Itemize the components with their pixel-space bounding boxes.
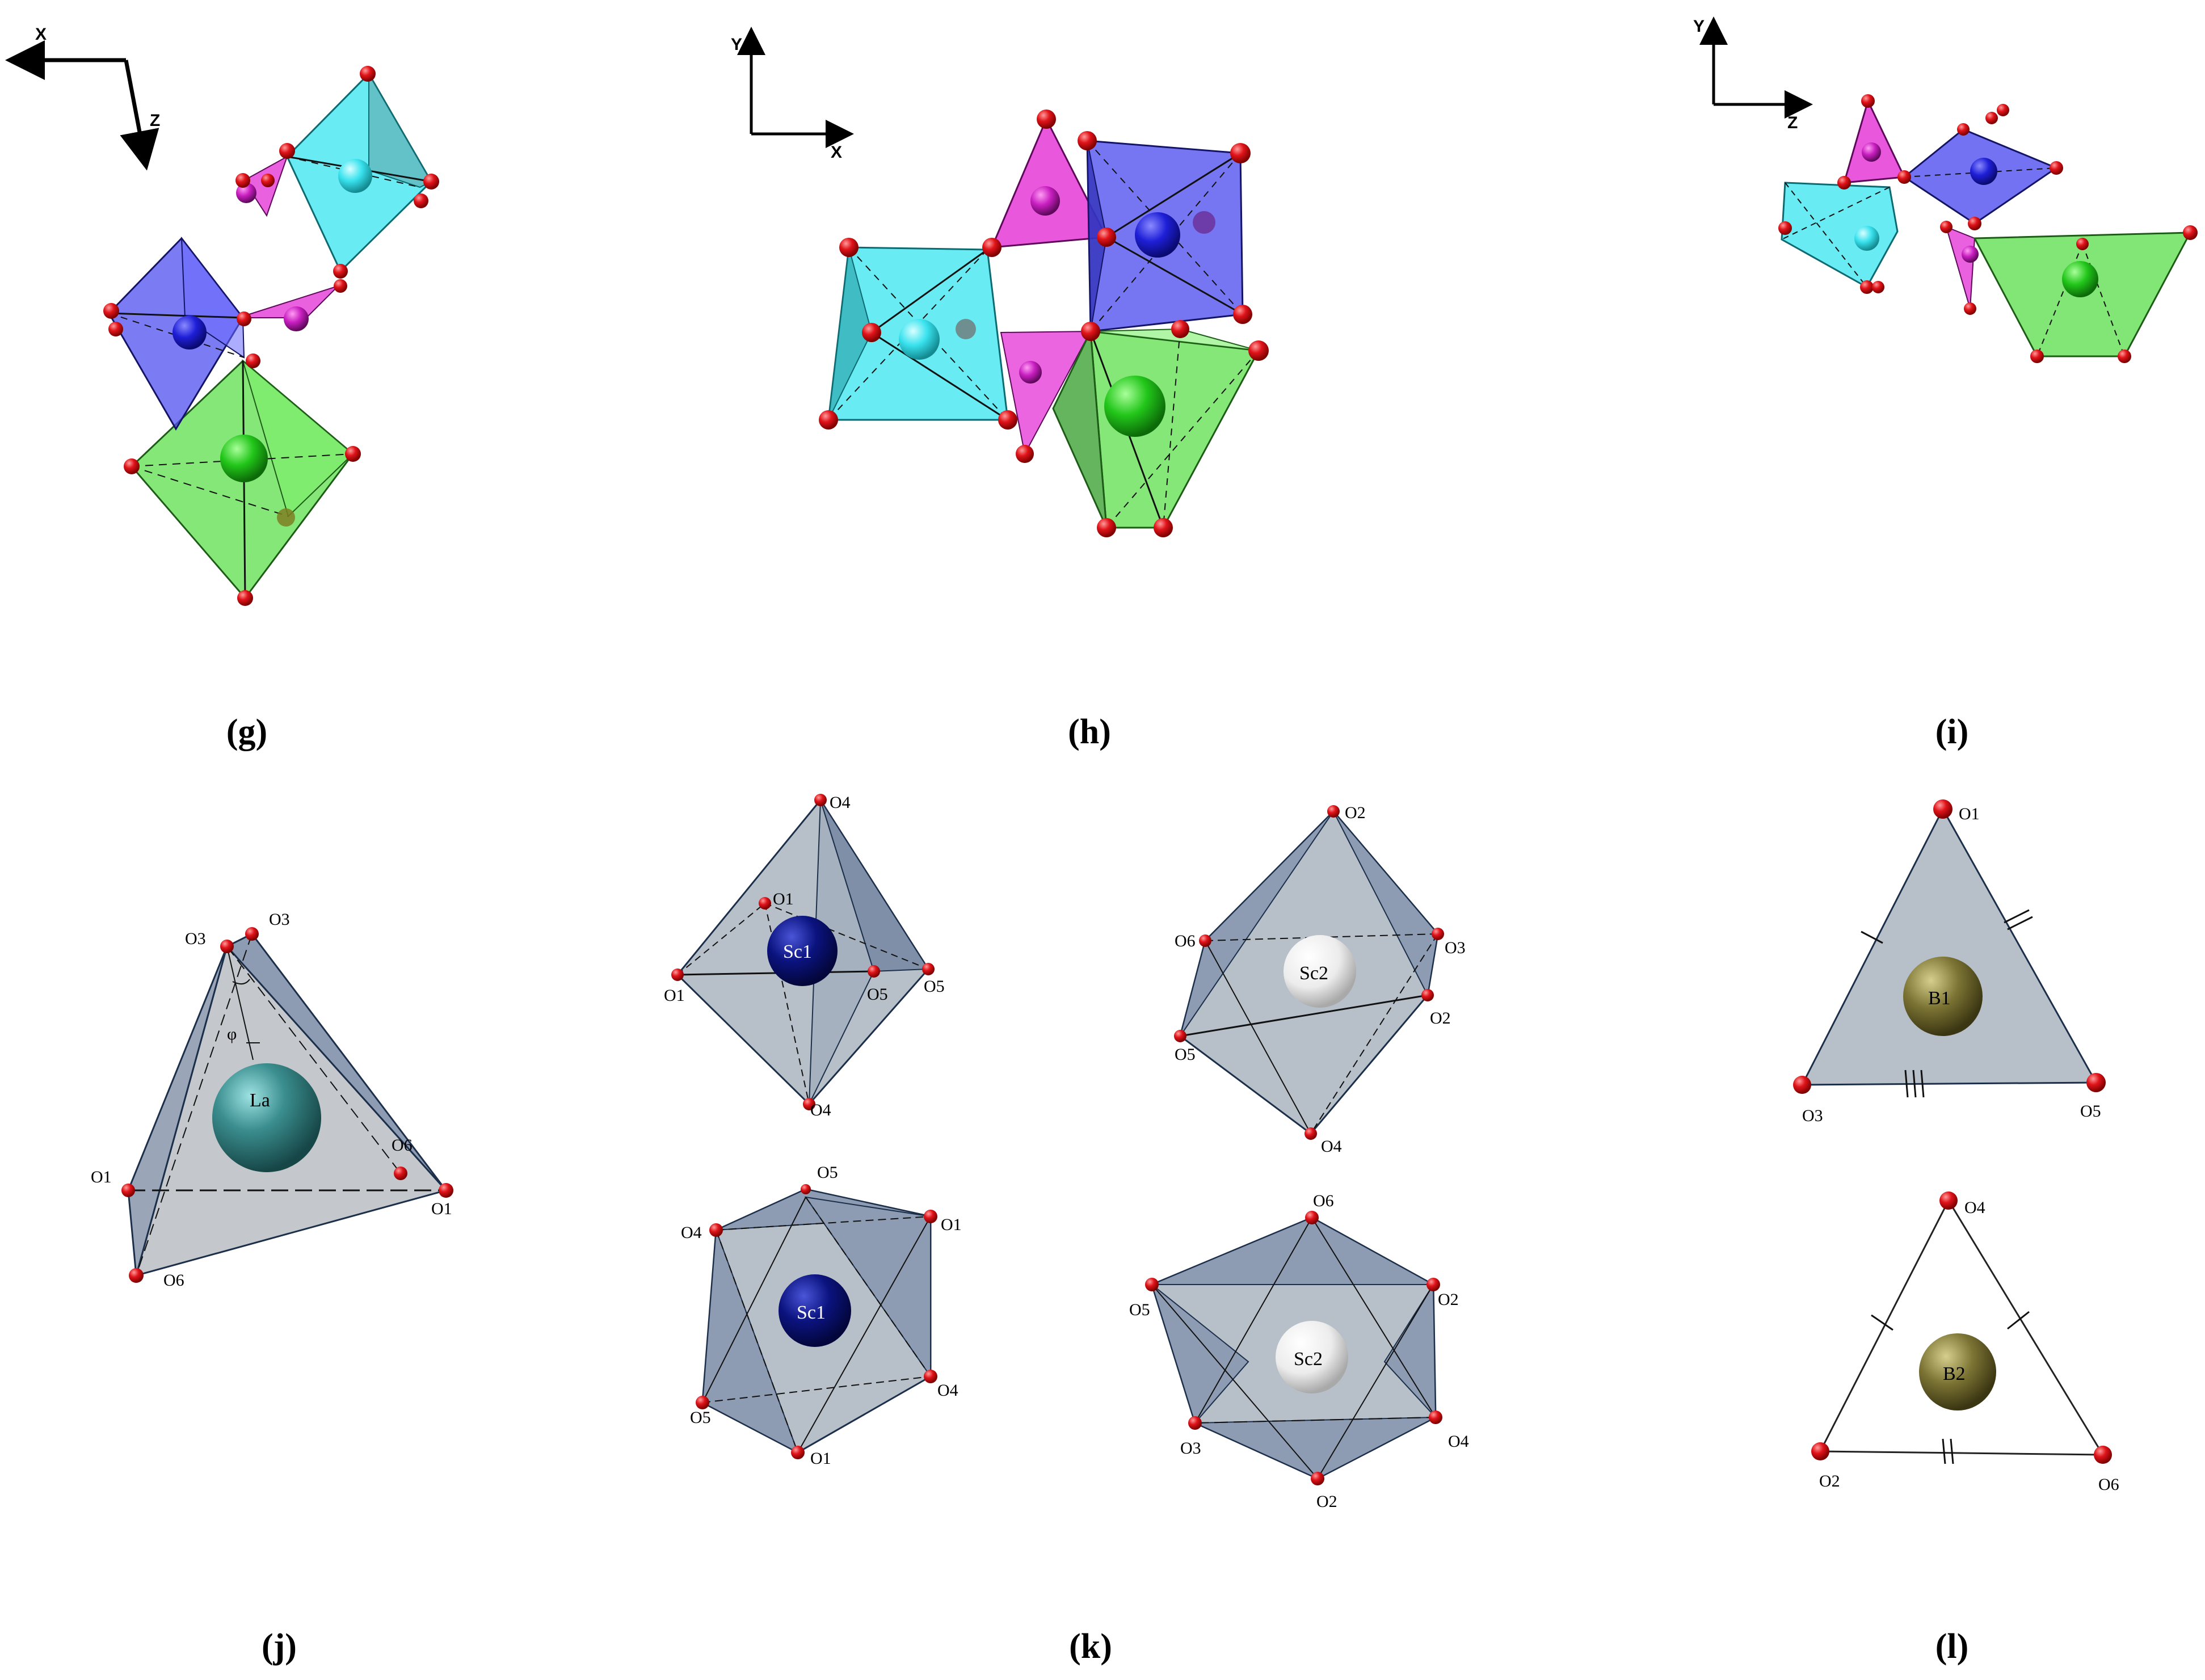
oxygen-atoms-k-sc1-top bbox=[671, 794, 935, 1110]
vertex-label: O2 bbox=[1438, 1290, 1459, 1309]
vertex-label: O2 bbox=[1316, 1492, 1337, 1511]
axis-y-label: Y bbox=[731, 35, 742, 54]
panel-k: Sc1 O4 O1 O1 O5 O5 O4 Sc2 O2 O6 O3 O bbox=[664, 793, 1469, 1666]
vertex-label: O1 bbox=[1959, 805, 1980, 823]
axes-i: Y Z bbox=[1693, 16, 1813, 132]
vertex-label: O3 bbox=[185, 929, 206, 948]
panel-i: Y Z bbox=[1693, 16, 2198, 751]
vertex-label: O6 bbox=[1175, 932, 1196, 950]
sc1-octahedron-top bbox=[676, 798, 929, 1106]
vertex-label: O2 bbox=[1430, 1009, 1451, 1028]
axis-x-label: X bbox=[831, 143, 842, 162]
oxygen-atoms-h bbox=[819, 110, 1269, 537]
vertex-label: O6 bbox=[163, 1271, 184, 1290]
vertex-label: O4 bbox=[830, 793, 851, 812]
sc1-octahedron-bottom bbox=[701, 1188, 932, 1454]
oxygen-atoms-k-sc2-top bbox=[1174, 805, 1444, 1140]
vertex-label: O6 bbox=[392, 1136, 413, 1155]
oxygen-atoms-k-sc2-bottom bbox=[1145, 1211, 1442, 1485]
vertex-label: O5 bbox=[817, 1163, 838, 1182]
vertex-label: O4 bbox=[1448, 1432, 1469, 1451]
vertex-label: O6 bbox=[1313, 1191, 1334, 1210]
panel-label-l: (l) bbox=[1935, 1627, 1969, 1666]
vertex-label: O1 bbox=[431, 1199, 452, 1218]
vertex-label: O5 bbox=[690, 1408, 711, 1427]
axis-z-label: Z bbox=[150, 111, 160, 130]
vertex-label: O6 bbox=[2098, 1475, 2119, 1494]
vertex-label: O3 bbox=[1802, 1106, 1823, 1125]
vertex-label: O4 bbox=[1964, 1198, 1985, 1217]
vertex-label: O1 bbox=[91, 1168, 112, 1186]
blue-octahedron bbox=[1903, 128, 2059, 225]
cyan-octahedron bbox=[286, 71, 432, 273]
cyan-octahedron bbox=[827, 246, 1009, 421]
panel-label-g: (g) bbox=[226, 713, 267, 751]
axes-h: Y X bbox=[731, 27, 854, 162]
axes-g: X Z bbox=[5, 25, 160, 171]
panel-label-i: (i) bbox=[1935, 713, 1969, 751]
vertex-label: O2 bbox=[1819, 1472, 1840, 1490]
oxygen-atoms-k-sc1-bottom bbox=[696, 1184, 937, 1459]
blue-octahedron bbox=[1086, 140, 1244, 332]
axis-x-label: X bbox=[35, 25, 47, 44]
b1-triangle bbox=[1800, 807, 2098, 1098]
vertex-label: O5 bbox=[1129, 1300, 1150, 1319]
oxygen-atoms-l-b1 bbox=[1793, 799, 2106, 1094]
sc2-octahedron-bottom bbox=[1151, 1216, 1437, 1480]
vertex-label: O3 bbox=[269, 910, 290, 929]
vertex-label: O1 bbox=[810, 1449, 831, 1468]
vertex-label: O4 bbox=[1321, 1137, 1342, 1156]
panel-g: X Z bbox=[5, 25, 439, 751]
panel-j: La φ O3 O3 O1 O6 O1 O6 (j) bbox=[91, 910, 453, 1666]
cyan-octahedron bbox=[1781, 182, 1899, 289]
vertex-label: O1 bbox=[773, 890, 794, 908]
axis-z-label: Z bbox=[1787, 113, 1798, 132]
green-octahedron bbox=[130, 359, 355, 600]
panel-l: B1 O1 O3 O5 B2 O4 O2 O6 (l) bbox=[1793, 799, 2119, 1666]
vertex-label: O3 bbox=[1180, 1439, 1201, 1458]
vertex-label: O1 bbox=[941, 1215, 962, 1234]
panel-label-k: (k) bbox=[1069, 1627, 1112, 1666]
sc1-atom-label: Sc1 bbox=[783, 941, 812, 962]
magenta-tetrahedron-bottom bbox=[1945, 226, 1979, 309]
sc2-atom-label: Sc2 bbox=[1294, 1349, 1323, 1370]
magenta-tetrahedron-top bbox=[990, 117, 1108, 249]
magenta-tetrahedra bbox=[236, 155, 339, 331]
vertex-label: O2 bbox=[1345, 803, 1366, 822]
angle-phi-label: φ bbox=[227, 1025, 237, 1043]
green-polyhedron bbox=[1973, 231, 2192, 357]
oxygen-atoms-l-b2 bbox=[1811, 1191, 2112, 1464]
axis-y-label: Y bbox=[1693, 17, 1705, 36]
vertex-label: O1 bbox=[664, 986, 685, 1005]
vertex-label: O4 bbox=[937, 1381, 958, 1400]
vertex-label: O5 bbox=[924, 977, 945, 996]
vertex-label: O4 bbox=[810, 1101, 831, 1119]
vertex-label: O5 bbox=[1175, 1045, 1196, 1064]
sc1-atom-label: Sc1 bbox=[797, 1302, 826, 1323]
vertex-label: O3 bbox=[1445, 938, 1466, 957]
oxygen-atoms-j bbox=[121, 927, 453, 1283]
b2-atom-label: B2 bbox=[1943, 1363, 1966, 1384]
panel-label-h: (h) bbox=[1068, 713, 1111, 751]
la-atom bbox=[212, 1063, 321, 1172]
panel-h: Y X bbox=[731, 27, 1269, 751]
vertex-label: O5 bbox=[867, 985, 888, 1004]
vertex-label: O5 bbox=[2080, 1102, 2101, 1121]
sc2-atom-label: Sc2 bbox=[1299, 963, 1328, 984]
oxygen-atoms-g bbox=[103, 66, 439, 606]
la-atom-label: La bbox=[250, 1090, 270, 1111]
vertex-label: O4 bbox=[681, 1223, 702, 1242]
magenta-tetrahedron-top bbox=[1842, 98, 1906, 184]
magenta-tetrahedron-bottom bbox=[1000, 330, 1092, 456]
panel-label-j: (j) bbox=[262, 1627, 297, 1666]
b2-triangle bbox=[1819, 1198, 2105, 1464]
oxygen-atoms-i bbox=[1778, 94, 2198, 363]
green-polyhedron bbox=[1052, 328, 1260, 529]
b1-atom-label: B1 bbox=[1928, 988, 1951, 1009]
